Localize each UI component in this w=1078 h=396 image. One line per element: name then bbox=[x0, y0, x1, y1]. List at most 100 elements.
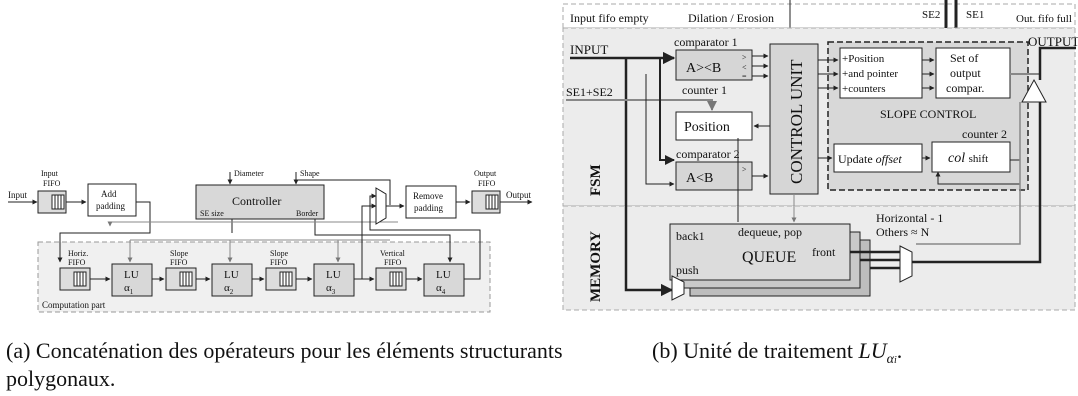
caption-b-subsub: i bbox=[893, 355, 897, 367]
set-output-3: compar. bbox=[946, 81, 984, 95]
alpha-index-4: 4 bbox=[442, 288, 446, 296]
lu-label-3: LU bbox=[326, 269, 341, 281]
svg-text:col shift: col shift bbox=[948, 151, 988, 166]
caption-b-text: Unité de traitement bbox=[683, 338, 853, 363]
controller-label: Controller bbox=[232, 194, 281, 208]
position-block: Position bbox=[675, 111, 753, 141]
input-label-b: INPUT bbox=[570, 42, 608, 57]
mux-front bbox=[899, 245, 913, 283]
horiz-fifo-label-1: Horiz. bbox=[68, 249, 88, 258]
lu-alpha-1: LU α1 bbox=[111, 263, 153, 297]
diagram-b: Input fifo empty Dilation / Erosion SE2 … bbox=[562, 0, 1078, 311]
svg-text:>: > bbox=[742, 165, 747, 174]
alpha-4: α bbox=[436, 282, 442, 294]
se1-se2-label: SE1+SE2 bbox=[566, 85, 613, 99]
svg-text:Update offset: Update offset bbox=[838, 152, 902, 166]
alpha-index-2: 2 bbox=[230, 288, 234, 296]
queue-label: QUEUE bbox=[742, 249, 796, 266]
mux-push bbox=[671, 275, 685, 301]
comparator2-op: A<B bbox=[686, 171, 713, 186]
vertical-fifo bbox=[375, 267, 407, 291]
slope-fifo-label-1b: FIFO bbox=[170, 258, 188, 267]
alpha-3: α bbox=[326, 282, 332, 294]
lu-alpha-3: LU α3 bbox=[313, 263, 355, 297]
output-label: Output bbox=[506, 190, 532, 200]
position-label: Position bbox=[684, 120, 730, 135]
se2-label: SE2 bbox=[922, 9, 940, 21]
alpha-1: α bbox=[124, 282, 130, 294]
dilation-erosion-label: Dilation / Erosion bbox=[688, 11, 774, 25]
out-fifo-full-label: Out. fifo full bbox=[1016, 13, 1072, 25]
signals-band bbox=[562, 3, 1076, 29]
offset-label: offset bbox=[876, 152, 903, 166]
remove-padding-block: Remove padding bbox=[405, 185, 457, 219]
caption-b: (b) Unité de traitement LUαi. bbox=[652, 338, 903, 368]
shift-label: shift bbox=[969, 153, 989, 165]
caption-a: (a) Concaténation des opérateurs pour le… bbox=[6, 337, 566, 393]
diagram-a: Computation part Input Input FIFO Add pa… bbox=[8, 169, 533, 313]
counter2-label: counter 2 bbox=[962, 127, 1007, 141]
pos-list-3: +counters bbox=[842, 83, 885, 95]
horiz-fifo-label-2: FIFO bbox=[68, 258, 86, 267]
queue-ops-label: dequeue, pop bbox=[738, 225, 802, 239]
multiplexer bbox=[375, 187, 387, 225]
svg-text:α2: α2 bbox=[224, 282, 234, 296]
output-fifo bbox=[471, 190, 501, 214]
pos-list-2: +and pointer bbox=[842, 68, 898, 80]
svg-text:α4: α4 bbox=[436, 282, 446, 296]
caption-b-sub: α bbox=[886, 352, 894, 368]
memory-label: MEMORY bbox=[588, 231, 604, 302]
input-fifo-empty-label: Input fifo empty bbox=[570, 11, 649, 25]
counter1-label: counter 1 bbox=[682, 83, 727, 97]
computation-part-region bbox=[37, 241, 491, 313]
pos-list-1: +Position bbox=[842, 53, 885, 65]
lu-label-2: LU bbox=[224, 269, 239, 281]
back1-label: back1 bbox=[676, 229, 705, 243]
comparator2-block: A<B > bbox=[675, 161, 753, 191]
svg-text:α1: α1 bbox=[124, 282, 134, 296]
comparator2-label: comparator 2 bbox=[676, 147, 740, 161]
slope-control-label: SLOPE CONTROL bbox=[880, 107, 976, 121]
push-label: push bbox=[676, 263, 699, 277]
se-size-label: SE size bbox=[200, 209, 224, 218]
output-buffer bbox=[1021, 78, 1047, 103]
others-label: Others ≈ N bbox=[876, 225, 930, 239]
input-fifo-label-2: FIFO bbox=[43, 179, 61, 188]
set-output-1: Set of bbox=[950, 51, 978, 65]
control-unit-block: CONTROL UNIT bbox=[769, 43, 819, 195]
shape-label: Shape bbox=[300, 169, 320, 178]
se1-label: SE1 bbox=[966, 9, 984, 21]
remove-padding-label-1: Remove bbox=[413, 191, 443, 201]
slope-fifo-1 bbox=[165, 267, 197, 291]
caption-b-label: (b) bbox=[652, 338, 678, 363]
horizontal-label: Horizontal - 1 bbox=[876, 211, 943, 225]
alpha-2: α bbox=[224, 282, 230, 294]
slope-fifo-label-1a: Slope bbox=[170, 249, 189, 258]
slope-fifo-label-2b: FIFO bbox=[270, 258, 288, 267]
lu-label-1: LU bbox=[124, 269, 139, 281]
vertical-fifo-label-1: Vertical bbox=[380, 249, 406, 258]
update-offset-block: Update offset bbox=[833, 143, 923, 173]
vertical-fifo-label-2: FIFO bbox=[384, 258, 402, 267]
diameter-label: Diameter bbox=[234, 169, 264, 178]
slope-fifo-2 bbox=[265, 267, 297, 291]
queue-block: dequeue, pop back1 QUEUE front push bbox=[669, 223, 851, 281]
front-label: front bbox=[812, 245, 836, 259]
comparator1-block: A><B > < = bbox=[675, 49, 753, 81]
horiz-fifo bbox=[59, 267, 91, 291]
add-padding-label-2: padding bbox=[96, 201, 125, 211]
lu-alpha-4: LU α4 bbox=[423, 263, 465, 297]
add-padding-label-1: Add bbox=[101, 189, 117, 199]
caption-a-text: Concaténation des opérateurs pour les él… bbox=[6, 338, 563, 391]
position-pointer-block: +Position +and pointer +counters bbox=[839, 47, 923, 99]
slope-fifo-label-2a: Slope bbox=[270, 249, 289, 258]
alpha-index-1: 1 bbox=[130, 288, 134, 296]
caption-a-label: (a) bbox=[6, 338, 31, 363]
comparator1-op: A><B bbox=[686, 61, 721, 76]
col-label: col bbox=[948, 151, 965, 166]
lu-label-4: LU bbox=[436, 269, 451, 281]
output-fifo-label-1: Output bbox=[474, 169, 497, 178]
comparator1-label: comparator 1 bbox=[674, 35, 738, 49]
input-label: Input bbox=[8, 190, 27, 200]
